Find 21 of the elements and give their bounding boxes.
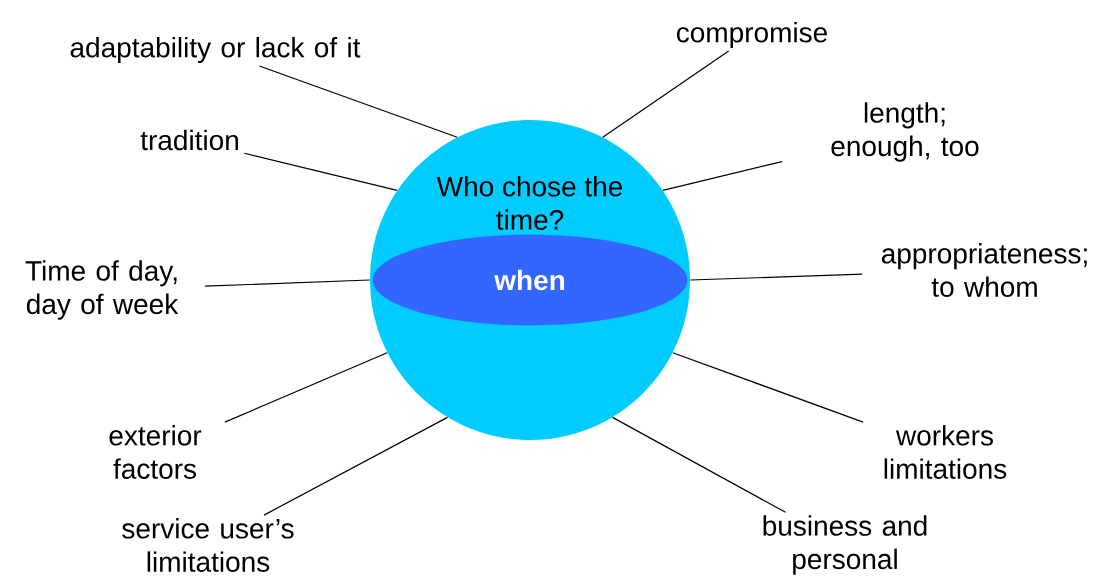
label-text: exterior factors xyxy=(109,425,202,479)
line xyxy=(224,352,388,423)
label-text: workers limitations xyxy=(884,425,1007,479)
label-text: length; enough, too xyxy=(831,102,979,162)
line xyxy=(204,279,371,287)
line xyxy=(662,160,783,191)
label-text: Time of day, day of week xyxy=(25,260,179,320)
label-text: service user’s limitations xyxy=(122,518,294,572)
line xyxy=(258,65,458,138)
line xyxy=(689,273,863,281)
label-text: business and personal xyxy=(763,515,927,575)
line xyxy=(672,352,864,423)
label-text: compromise xyxy=(676,21,827,49)
line xyxy=(263,416,449,516)
label-text: appropriateness; to whom xyxy=(881,243,1087,297)
line xyxy=(602,50,730,138)
line xyxy=(611,416,787,513)
line xyxy=(243,152,398,191)
label-text: tradition xyxy=(140,129,238,151)
ellipse-band: when xyxy=(372,234,688,326)
label-text: adaptability or lack of it xyxy=(70,36,361,64)
